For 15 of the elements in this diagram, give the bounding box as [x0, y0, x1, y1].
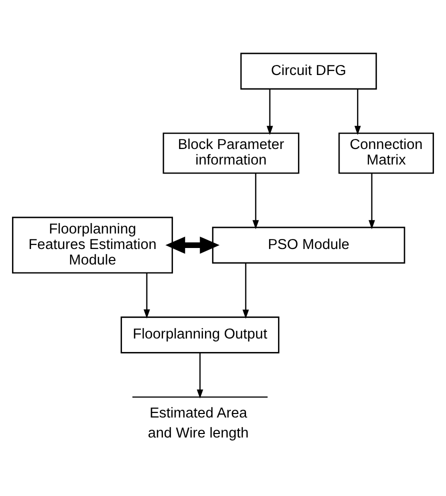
node-text: Estimated Area and Wire length: [148, 404, 249, 441]
arrow: [196, 352, 204, 398]
node-box: Floorplanning Output: [120, 316, 280, 353]
arrow: [144, 272, 150, 318]
node-box: Connection Matrix: [338, 132, 434, 174]
arrow: [368, 172, 375, 229]
arrow: [354, 88, 361, 134]
node-box: Circuit DFG: [240, 52, 377, 90]
arrow: [266, 88, 274, 134]
node-box: Floorplanning Features Estimation Module: [12, 216, 173, 274]
arrow: [165, 236, 220, 254]
arrow: [242, 262, 249, 318]
node-box: PSO Module: [212, 226, 406, 264]
node-box: Block Parameter information: [162, 132, 300, 174]
arrow: [252, 172, 259, 229]
